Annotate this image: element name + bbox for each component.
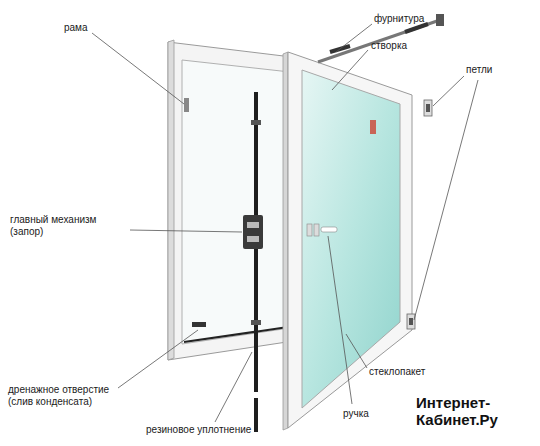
watermark: Интернет-Кабинет.Ру	[416, 394, 520, 428]
part-label: главный механизм (запор)	[10, 214, 114, 238]
lock-mechanism	[243, 92, 263, 432]
leader-lines	[92, 24, 478, 422]
part-label: рама	[64, 22, 124, 34]
part-label: стеклопакет	[369, 366, 449, 378]
frame	[168, 40, 300, 360]
part-label: фурнитура	[374, 13, 454, 25]
part-label: резиновое уплотнение	[146, 424, 276, 436]
part-label: петли	[466, 64, 526, 76]
part-label: дренажное отверстие (слив конденсата)	[8, 384, 120, 408]
part-label: ручка	[343, 408, 393, 420]
handle	[307, 224, 337, 236]
part-label: створка	[371, 40, 441, 52]
hinges	[407, 100, 432, 329]
